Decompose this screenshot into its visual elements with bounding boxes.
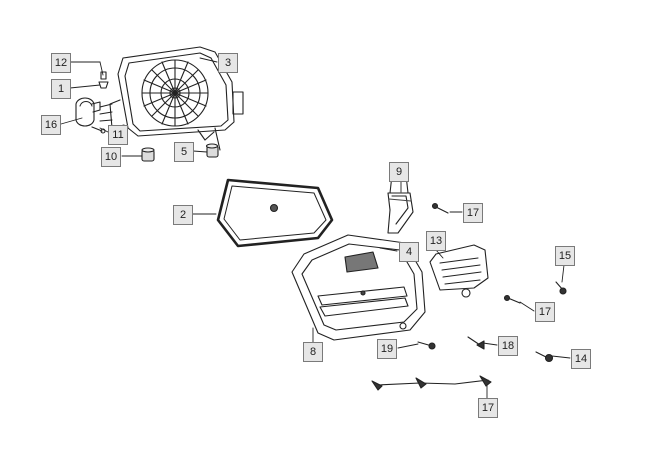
- callout-label: 18: [498, 336, 518, 356]
- gasket-part: [216, 178, 334, 248]
- callout-label: 17: [463, 203, 483, 223]
- callout-label: 4: [399, 242, 419, 262]
- callout-label: 2: [173, 205, 193, 225]
- callout-label: 5: [174, 142, 194, 162]
- callout-label: 17: [535, 302, 555, 322]
- airbox-cover-part: [291, 234, 426, 341]
- callout-label: 15: [555, 246, 575, 266]
- bushing-part-5: [205, 143, 219, 158]
- screw-part-11: [91, 126, 106, 134]
- screw-part-17a: [431, 202, 449, 214]
- callout-label: 12: [51, 53, 71, 73]
- callout-label: 13: [426, 231, 446, 251]
- callout-label: 17: [478, 398, 498, 418]
- leader-lines: [60, 57, 571, 399]
- screw-part-18: [467, 336, 485, 350]
- intake-duct-part: [387, 174, 414, 234]
- hose-clamp-part: [75, 97, 101, 127]
- callout-label: 8: [303, 342, 323, 362]
- screw-part-15: [555, 281, 567, 295]
- small-clip-part: [98, 71, 109, 89]
- callout-label: 19: [377, 339, 397, 359]
- callout-label: 3: [218, 53, 238, 73]
- callout-label: 1: [51, 79, 71, 99]
- bushing-part-10: [141, 147, 155, 162]
- cable-part: [371, 375, 492, 391]
- callout-label: 11: [108, 125, 128, 145]
- callout-label: 16: [41, 115, 61, 135]
- callout-label: 14: [571, 349, 591, 369]
- screw-part-17b: [503, 294, 521, 304]
- screw-part-19: [417, 341, 436, 350]
- small-cover-part: [429, 244, 489, 298]
- callout-label: 9: [389, 162, 409, 182]
- callout-label: 10: [101, 147, 121, 167]
- screw-part-14: [535, 351, 554, 363]
- fan-housing-part: [99, 46, 244, 151]
